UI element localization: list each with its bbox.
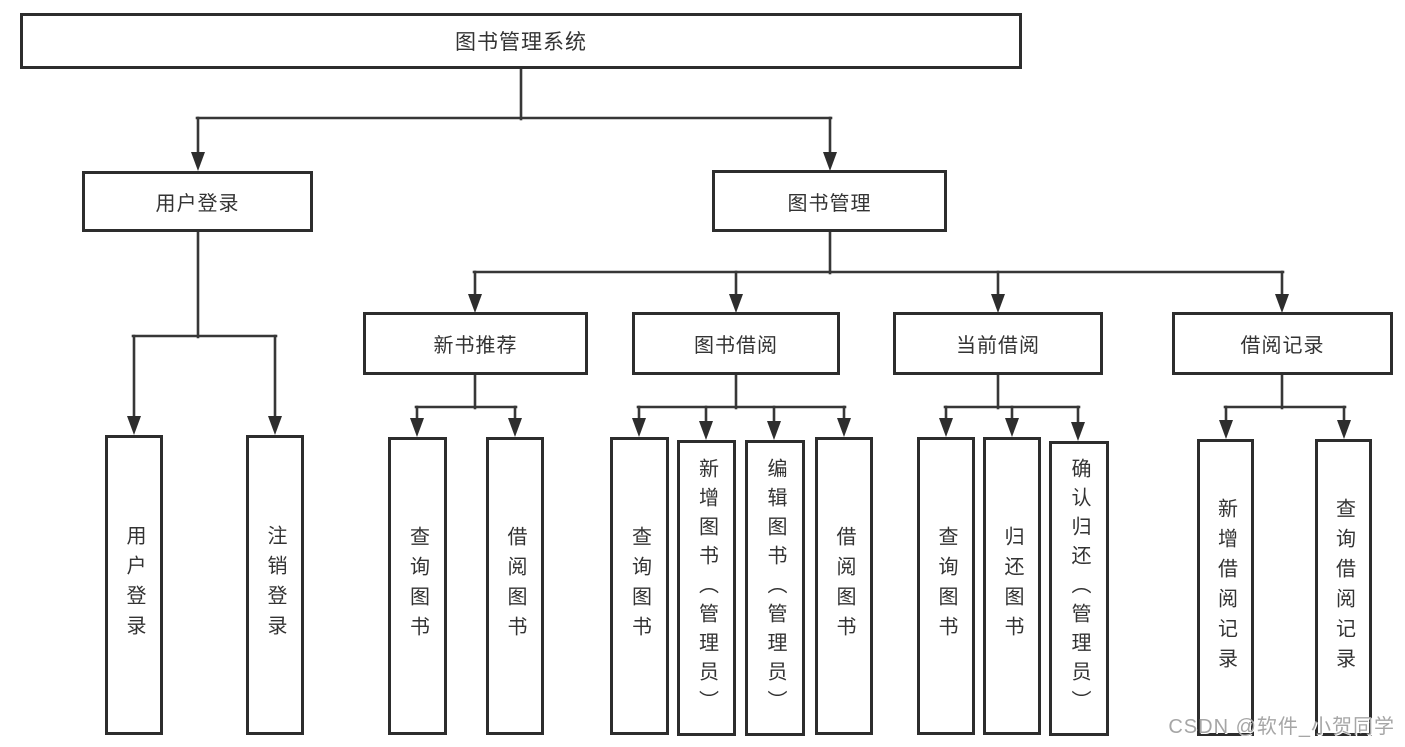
node-root-system: 图书管理系统 — [20, 13, 1022, 69]
connector-root — [191, 67, 837, 171]
csdn-watermark: CSDN @软件_小贺同学 — [1168, 716, 1395, 738]
leaf-newbooks-borrow: 借阅图书 — [486, 437, 544, 735]
connector-user-login — [127, 230, 282, 435]
leaf-newbooks-query: 查询图书 — [388, 437, 447, 735]
leaf-logout: 注销登录 — [246, 435, 304, 735]
connector-new-books — [410, 373, 522, 437]
connector-records — [1219, 373, 1351, 439]
leaf-records-query: 查询借阅记录 — [1315, 439, 1372, 736]
leaf-current-return: 归还图书 — [983, 437, 1041, 735]
leaf-borrowing-borrow: 借阅图书 — [815, 437, 873, 735]
node-book-borrowing: 图书借阅 — [632, 312, 840, 375]
leaf-current-confirm-admin: 确认归还（管理员） — [1049, 441, 1109, 736]
leaf-borrowing-add-admin: 新增图书（管理员） — [677, 440, 736, 736]
node-user-login: 用户登录 — [82, 171, 313, 232]
connector-current — [939, 373, 1085, 441]
leaf-user-login: 用户登录 — [105, 435, 163, 735]
connector-borrowing — [632, 373, 851, 440]
node-current-borrowing: 当前借阅 — [893, 312, 1103, 375]
leaf-borrowing-edit-admin: 编辑图书（管理员） — [745, 440, 805, 736]
node-book-management: 图书管理 — [712, 170, 947, 232]
leaf-current-query: 查询图书 — [917, 437, 975, 735]
leaf-records-add: 新增借阅记录 — [1197, 439, 1254, 736]
node-new-book-recommend: 新书推荐 — [363, 312, 588, 375]
node-borrow-records: 借阅记录 — [1172, 312, 1393, 375]
connector-book-mgmt — [468, 230, 1289, 313]
leaf-borrowing-query: 查询图书 — [610, 437, 669, 735]
